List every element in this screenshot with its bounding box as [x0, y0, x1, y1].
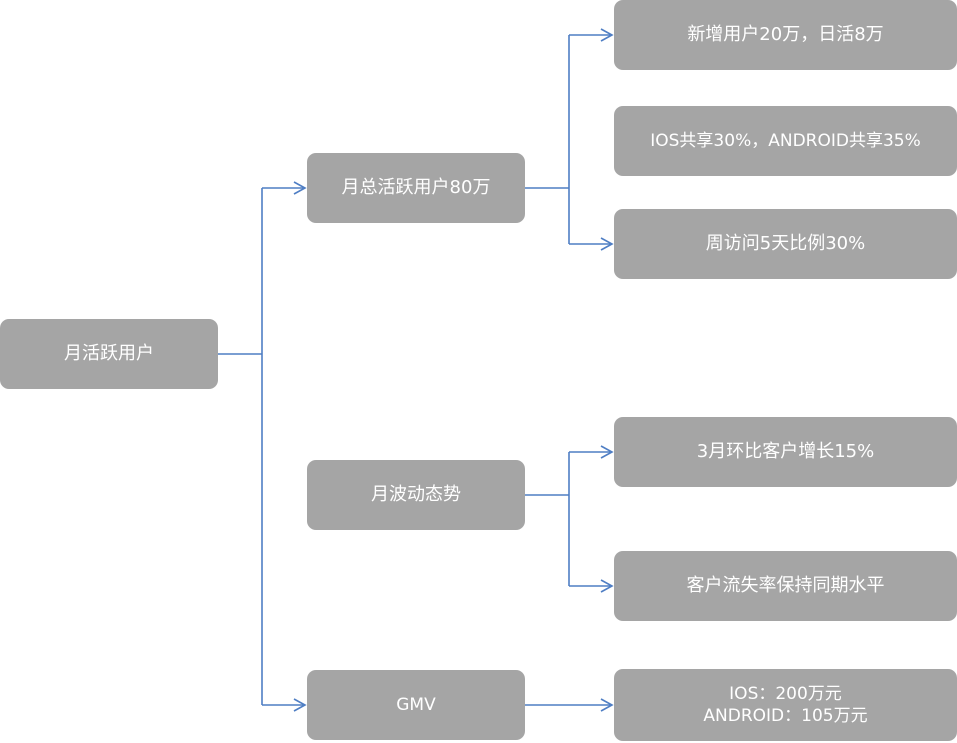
node-total-active-users: 月总活跃用户80万: [307, 153, 525, 223]
node-new-users-label: 新增用户20万，日活8万: [687, 24, 884, 45]
node-weekly-visit-label: 周访问5天比例30%: [705, 233, 866, 254]
node-march-growth: 3月环比客户增长15%: [614, 417, 957, 487]
total-active-connector: [525, 28, 614, 251]
node-monthly-trend-label: 月波动态势: [371, 484, 461, 505]
node-churn: 客户流失率保持同期水平: [614, 551, 957, 621]
node-weekly-visit: 周访问5天比例30%: [614, 209, 957, 279]
monthly-trend-connector: [525, 445, 614, 593]
node-churn-label: 客户流失率保持同期水平: [686, 575, 885, 596]
node-root: 月活跃用户: [0, 319, 218, 389]
node-platform-share-label: IOS共享30%，ANDROID共享35%: [650, 131, 921, 151]
node-gmv-detail-text: IOS：200万元 ANDROID：105万元: [703, 683, 867, 727]
node-total-active-users-label: 月总活跃用户80万: [341, 177, 491, 198]
node-march-growth-label: 3月环比客户增长15%: [696, 441, 875, 462]
node-gmv-detail: IOS：200万元 ANDROID：105万元: [614, 669, 957, 741]
root-connector: [218, 181, 307, 712]
gmv-android-line: ANDROID：105万元: [703, 706, 868, 726]
gmv-ios-line: IOS：200万元: [729, 684, 842, 704]
node-root-label: 月活跃用户: [64, 343, 154, 364]
node-gmv-label: GMV: [396, 695, 436, 715]
node-monthly-trend: 月波动态势: [307, 460, 525, 530]
node-new-users: 新增用户20万，日活8万: [614, 0, 957, 70]
node-gmv: GMV: [307, 670, 525, 740]
node-platform-share: IOS共享30%，ANDROID共享35%: [614, 106, 957, 176]
